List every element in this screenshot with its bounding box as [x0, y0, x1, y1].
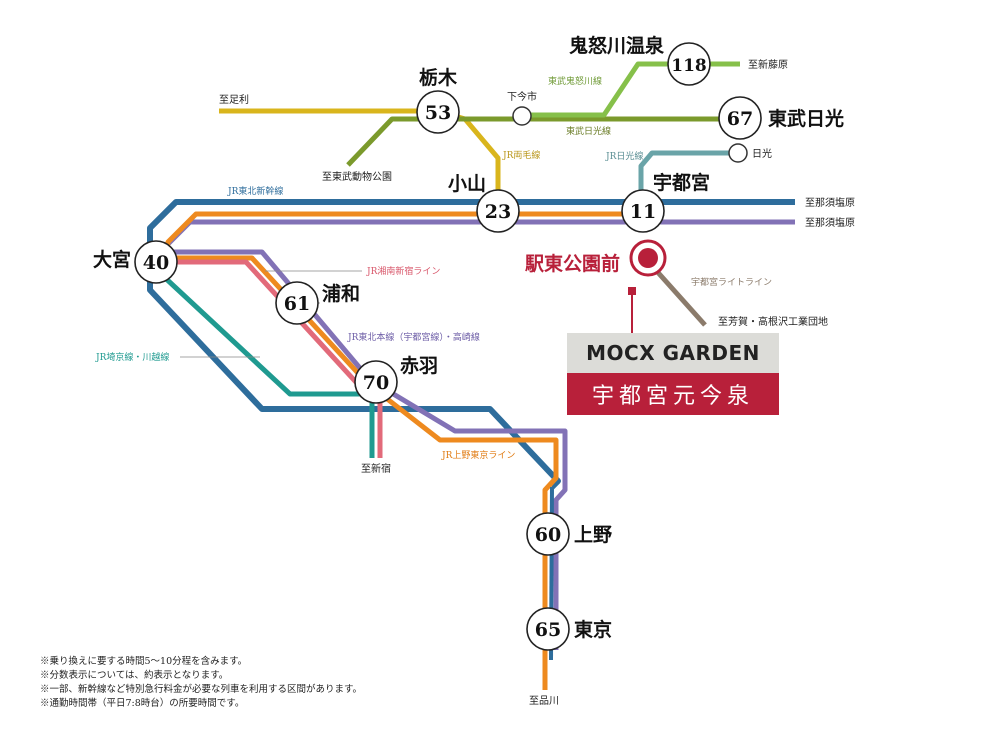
nikko-station [728, 143, 748, 163]
utsunomiya-circle [621, 189, 665, 233]
ueno-name: 上野 [574, 524, 612, 546]
dest-haga: 至芳賀・高根沢工業団地 [718, 315, 828, 328]
note-2: ※分数表示については、約表示となります。 [40, 670, 229, 681]
tokyo-circle [526, 607, 570, 651]
label-lightrail: 宇都宮ライトライン [691, 276, 772, 288]
tokyo-name: 東京 [574, 618, 612, 641]
kinugawa-time: 118 [671, 56, 707, 76]
urawa-time: 61 [284, 293, 310, 315]
saikyo-line-track [160, 273, 375, 458]
tochigi-time: 53 [425, 102, 451, 124]
tochigi-circle [416, 90, 460, 134]
oyama-circle [476, 189, 520, 233]
label-kinugawa: 東武鬼怒川線 [548, 75, 602, 87]
dest-tobu-zoo: 至東武動物公園 [322, 170, 392, 183]
oyama-time: 23 [485, 201, 511, 223]
tobu-nikko-line [346, 116, 740, 167]
dest-nasushiobara-1: 至那須塩原 [805, 196, 855, 209]
label-jrnikko: JR日光線 [605, 150, 643, 162]
ekihigashi-name: 駅東公園前 [524, 252, 620, 275]
nikko-name: 日光 [752, 147, 772, 160]
shimoimaichi-name: 下今市 [507, 90, 537, 103]
kinugawa-name: 鬼怒川温泉 [569, 34, 665, 57]
property-brand: MOCX GARDEN 宇都宮元今泉 [567, 333, 779, 415]
shimoimaichi-station [512, 106, 532, 126]
jr-nikko-line [638, 150, 737, 210]
omiya-name: 大宮 [93, 248, 131, 271]
label-shonan: JR湘南新宿ライン [366, 265, 440, 277]
dest-shinagawa: 至品川 [529, 695, 559, 707]
dest-shinfujiwara: 至新藤原 [748, 58, 788, 71]
oyama-name: 小山 [448, 173, 486, 195]
dest-ashikaga: 至足利 [219, 94, 249, 106]
utsunomiya-time: 11 [630, 201, 656, 223]
ueno-tokyo-line-track [163, 211, 641, 690]
dest-shinjuku: 至新宿 [361, 462, 391, 475]
ekihigashi-station-inner [638, 248, 658, 268]
omiya-circle [134, 240, 178, 284]
tochigi-name: 栃木 [419, 66, 458, 89]
note-3: ※一部、新幹線など特別急行料金が必要な列車を利用する区間があります。 [40, 684, 363, 695]
footnotes: ※乗り換えに要する時間5〜10分程を含みます。 ※分数表示については、約表示とな… [40, 655, 362, 711]
label-ryomo: JR両毛線 [502, 149, 540, 161]
label-uenotokyo: JR上野東京ライン [441, 449, 515, 461]
note-4: ※通勤時間帯（平日7:8時台）の所要時間です。 [40, 698, 245, 709]
label-tobunikko: 東武日光線 [566, 125, 611, 137]
tobunikko-time: 67 [727, 108, 753, 130]
ueno-time: 60 [535, 524, 561, 546]
label-shinkansen: JR東北新幹線 [227, 185, 283, 197]
urawa-circle [275, 281, 319, 325]
marker-square [628, 287, 636, 295]
utsunomiya-name: 宇都宮 [653, 171, 710, 194]
akabane-name: 赤羽 [400, 355, 438, 377]
akabane-circle [354, 360, 398, 404]
dest-nasushiobara-2: 至那須塩原 [805, 216, 855, 229]
label-utsunomiya: JR東北本線（宇都宮線）・高崎線 [347, 331, 480, 343]
label-saikyo: JR埼京線・川越線 [95, 351, 169, 363]
tokyo-time: 65 [535, 619, 561, 641]
note-1: ※乗り換えに要する時間5〜10分程を含みます。 [40, 656, 248, 667]
shinkansen-line [147, 199, 795, 490]
tobunikko-name: 東武日光 [768, 107, 844, 130]
brand-logo: MOCX GARDEN [567, 333, 779, 373]
omiya-time: 40 [143, 252, 169, 274]
urawa-name: 浦和 [322, 282, 360, 305]
akabane-time: 70 [363, 372, 389, 394]
ueno-circle [526, 512, 570, 556]
tobunikko-circle [718, 96, 762, 140]
kinugawa-circle [667, 42, 711, 86]
brand-property-name: 宇都宮元今泉 [567, 373, 779, 415]
